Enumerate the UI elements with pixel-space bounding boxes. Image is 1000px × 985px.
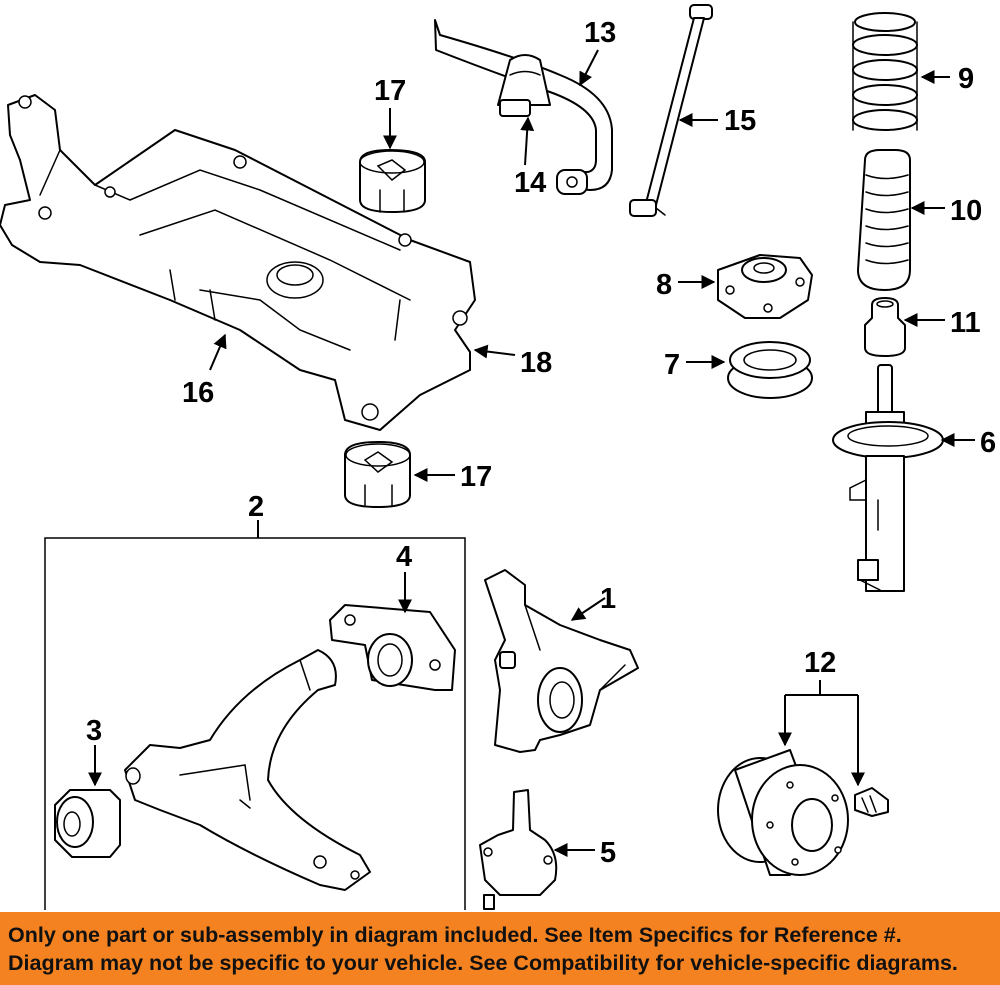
disclaimer-line-1: Only one part or sub-assembly in diagram… xyxy=(8,923,902,947)
stabilizer-bushing-part xyxy=(497,54,551,117)
control-arm-assembly-box xyxy=(44,537,466,910)
bump-stop-part xyxy=(864,297,906,357)
callout-12: 12 xyxy=(804,647,836,679)
callout-14: 14 xyxy=(514,167,546,199)
callout-17-upper: 17 xyxy=(374,75,406,107)
strut-mount-part xyxy=(717,254,813,319)
strut-assembly-part xyxy=(832,364,944,592)
disclaimer-line-2: Diagram may not be specific to your vehi… xyxy=(8,951,958,975)
callout-4: 4 xyxy=(396,541,412,573)
callout-15: 15 xyxy=(724,105,756,137)
lower-control-arm-part xyxy=(124,649,371,891)
steering-knuckle-part xyxy=(484,569,639,753)
callout-16: 16 xyxy=(182,377,214,409)
control-arm-front-bushing-part xyxy=(54,789,121,858)
leader-12 xyxy=(784,680,859,780)
leader-14 xyxy=(520,116,535,166)
leader-16 xyxy=(209,333,227,371)
callout-7: 7 xyxy=(664,349,680,381)
callout-3: 3 xyxy=(86,715,102,747)
hub-bolt-part xyxy=(854,787,889,817)
coil-spring-part xyxy=(852,12,918,131)
wheel-hub-bearing-part xyxy=(717,749,849,876)
callout-2: 2 xyxy=(248,491,264,523)
callout-6: 6 xyxy=(980,427,996,459)
control-arm-bushing-part xyxy=(329,604,456,691)
callout-9: 9 xyxy=(958,63,974,95)
callout-5: 5 xyxy=(600,837,616,869)
subframe-bushing-lower xyxy=(344,441,411,508)
strut-bearing-part xyxy=(727,341,813,399)
stabilizer-link-part xyxy=(629,4,713,217)
callout-8: 8 xyxy=(656,269,672,301)
disclaimer-banner: Only one part or sub-assembly in diagram… xyxy=(0,912,1000,985)
leader-13 xyxy=(579,49,599,87)
callout-10: 10 xyxy=(950,195,982,227)
callout-11: 11 xyxy=(950,307,981,339)
subframe-bushing-upper xyxy=(359,149,426,213)
callout-18: 18 xyxy=(520,347,552,379)
ball-joint-part xyxy=(479,789,558,910)
callout-1: 1 xyxy=(600,583,616,615)
subframe-part xyxy=(0,94,476,431)
callout-13: 13 xyxy=(584,17,616,49)
dust-boot-part xyxy=(857,149,911,291)
callout-17-lower: 17 xyxy=(460,461,492,493)
leader-1 xyxy=(570,597,606,621)
parts-diagram: 13 14 15 17 17 16 18 9 10 11 8 7 6 2 4 3… xyxy=(0,4,996,910)
leader-18 xyxy=(473,344,516,359)
